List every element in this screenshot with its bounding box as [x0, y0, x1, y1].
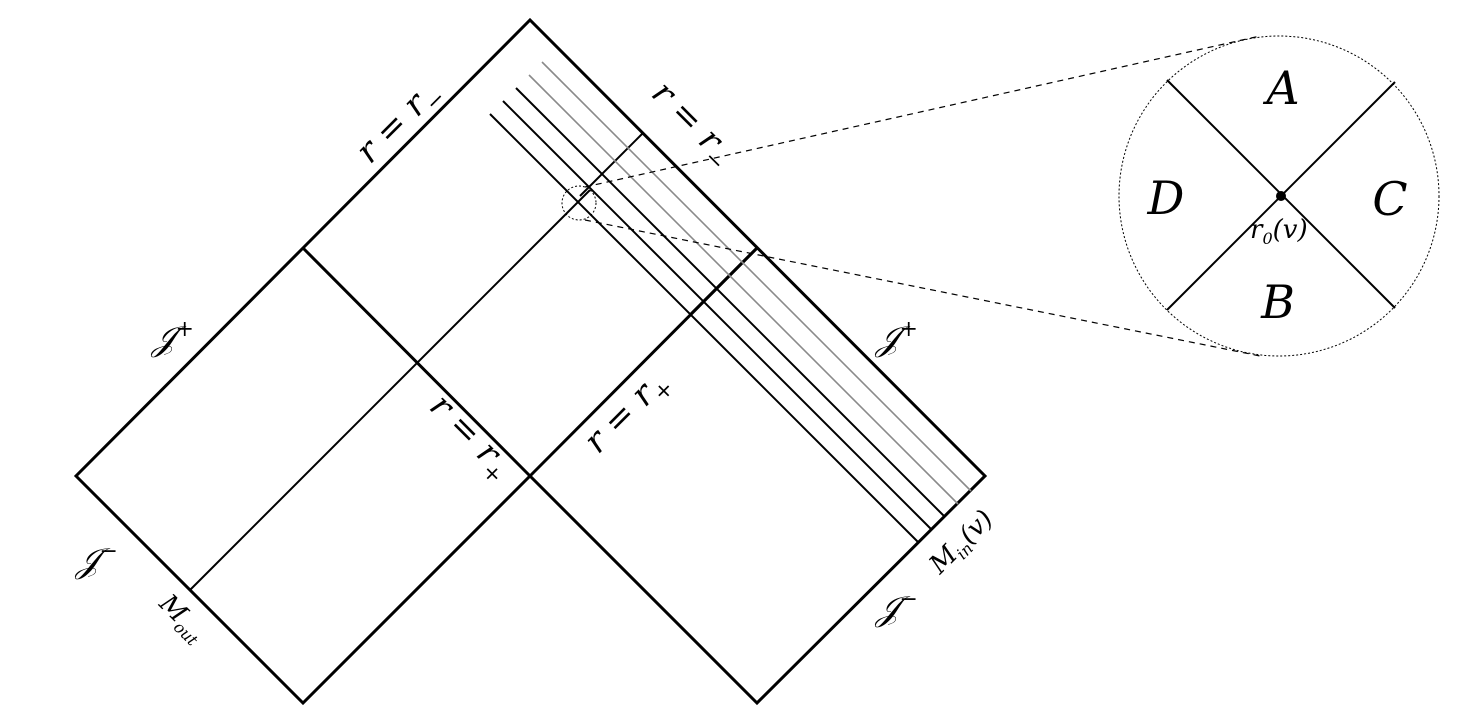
m-out-shell [189, 189, 591, 591]
m-in-shell [502, 100, 933, 531]
scri-minus-left-label: 𝒥− [74, 539, 118, 581]
r0-label: r0(v) [1250, 215, 1308, 248]
m-in-shell [515, 87, 946, 518]
horizon-r-plus-right [688, 246, 759, 317]
quadrant-d-label: D [1147, 171, 1185, 225]
scri-minus-right-label: 𝒥− [874, 587, 918, 629]
zoom-projection-line [584, 35, 1261, 188]
quadrant-a-label: A [1262, 61, 1299, 115]
r-plus-left-label: r = r+ [418, 386, 521, 489]
r-minus-right-label: r = r− [640, 73, 743, 176]
m-in-shell [528, 74, 959, 505]
diagram-outline [73, 17, 988, 706]
scri-plus-right-label: 𝒥+ [874, 317, 918, 359]
m-in-shell [489, 113, 920, 544]
r0-point [1276, 191, 1286, 201]
m-out-label: Mout [150, 588, 212, 650]
quadrant-c-label: C [1372, 172, 1407, 226]
zoom-circle [1118, 35, 1440, 357]
zoom-projection-line [584, 219, 1261, 357]
quadrant-b-label: B [1260, 275, 1295, 329]
horizon-r-minus-left [301, 246, 532, 478]
zoom-region-marker [561, 185, 597, 221]
m-in-shell [541, 61, 972, 492]
r-minus-left-label: r = r− [348, 72, 451, 175]
scri-plus-left-label: 𝒥+ [150, 317, 194, 359]
m-in-label: Min(v) [923, 504, 1002, 583]
